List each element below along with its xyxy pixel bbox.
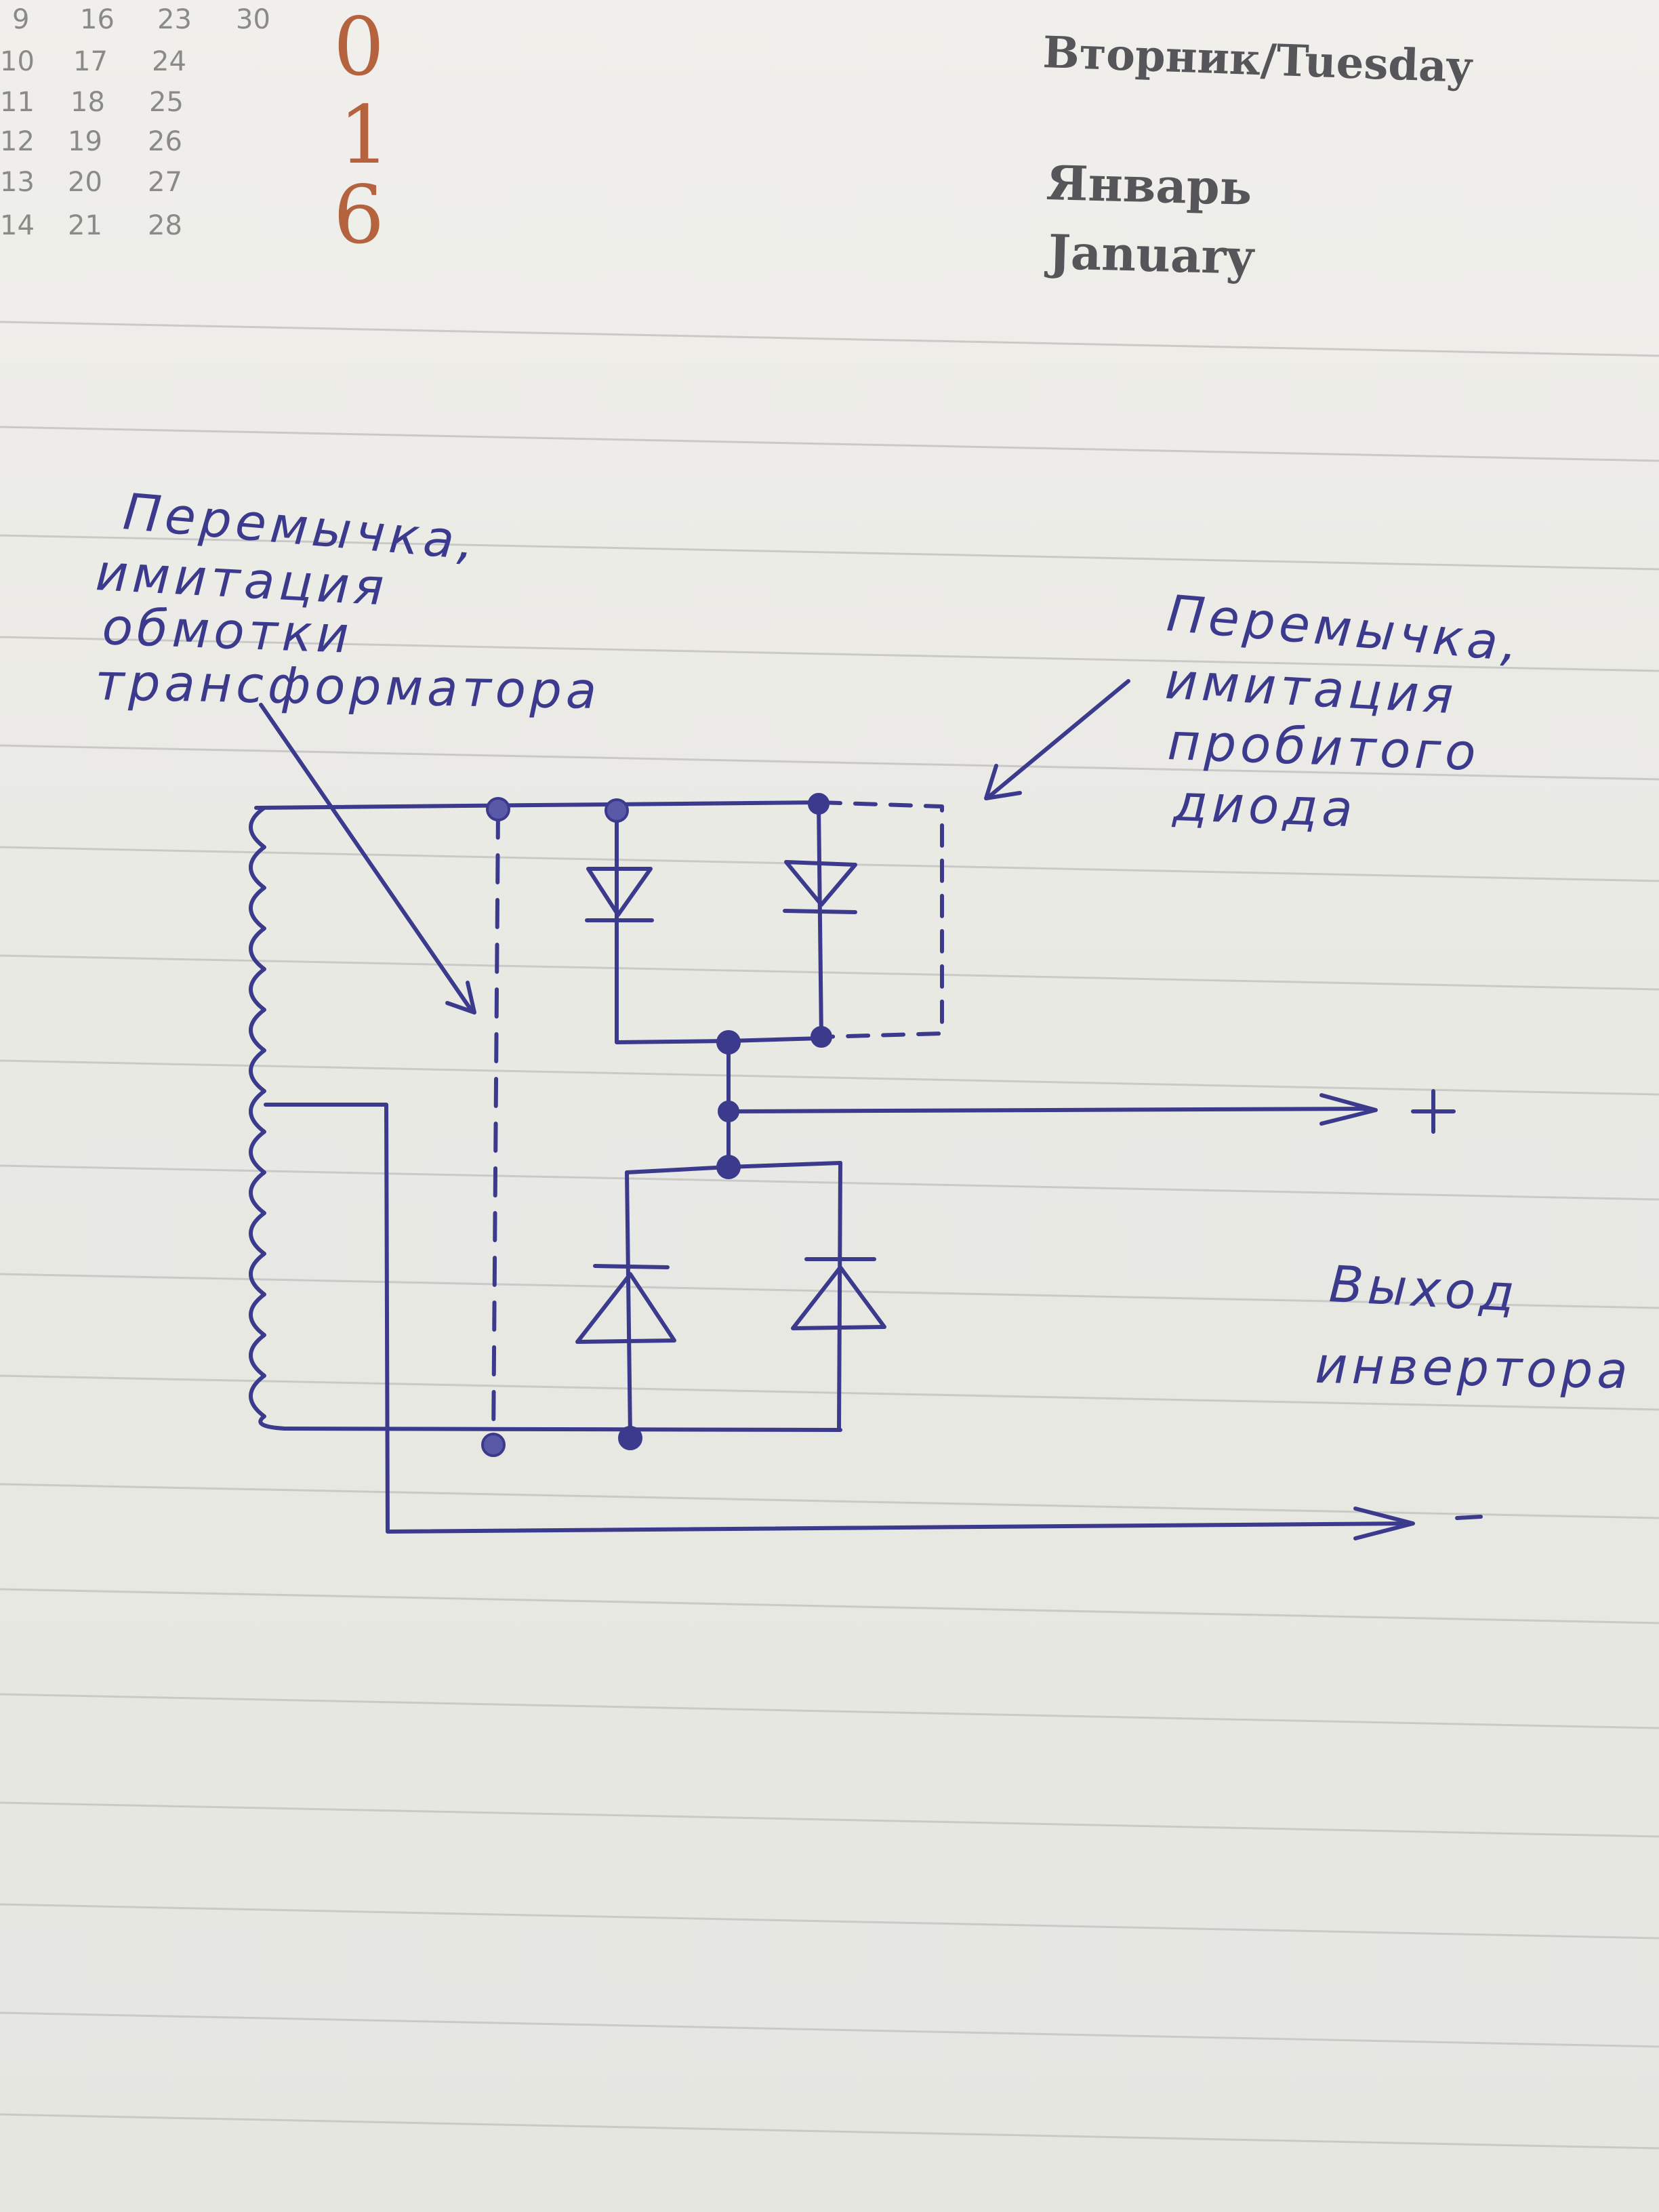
bottom-left-diode-wire xyxy=(625,1170,632,1439)
plus-output-wire xyxy=(726,1107,1371,1113)
minus-arrow xyxy=(1353,1507,1415,1540)
rule-line xyxy=(0,1801,1659,1838)
rule-line xyxy=(0,1059,1659,1096)
right-note-arrowhead xyxy=(984,764,1022,800)
rule-line xyxy=(0,744,1659,781)
left-annotation: Перемычка, имитация обмотки трансформато… xyxy=(94,483,601,720)
year-digit: 1 xyxy=(339,88,390,182)
plus-arrow xyxy=(1319,1093,1378,1126)
calendar-day: 13 xyxy=(0,167,35,198)
calendar-day: 28 xyxy=(148,210,182,241)
calendar-day: 30 xyxy=(236,4,270,35)
rule-line xyxy=(0,321,1659,357)
rule-line xyxy=(0,1588,1659,1624)
top-right-diode-bar xyxy=(783,909,857,914)
bottom-right-diode-wire xyxy=(837,1161,842,1432)
top-left-diode-wire xyxy=(615,806,731,1044)
plus-mark xyxy=(1411,1089,1456,1134)
transformer-winding xyxy=(249,806,287,1431)
calendar-day: 20 xyxy=(68,167,102,198)
calendar-day: 21 xyxy=(68,210,102,241)
calendar-day: 17 xyxy=(73,46,108,77)
calendar-day: 23 xyxy=(157,4,192,35)
rule-line xyxy=(0,2011,1659,2048)
junction-dot xyxy=(481,1433,506,1457)
bottom-left-diode-bar xyxy=(593,1264,670,1269)
minus-label: - xyxy=(1457,1497,1458,1498)
output-annotation: Выход инвертора xyxy=(1315,1255,1633,1400)
left-note-line: обмотки xyxy=(101,598,354,665)
year-digit: 0 xyxy=(333,0,385,94)
output-label-line: инвертора xyxy=(1315,1336,1633,1400)
junction-dot xyxy=(811,1026,832,1048)
junction-dot xyxy=(718,1101,739,1122)
right-note-line: пробитого xyxy=(1166,713,1481,782)
calendar-day: 16 xyxy=(80,4,115,35)
right-jumper-dash xyxy=(818,800,944,1039)
bottom-left-diode-triangle xyxy=(575,1272,676,1344)
rule-line xyxy=(0,1374,1659,1411)
rule-line xyxy=(0,2113,1659,2150)
rule-line xyxy=(0,1273,1659,1309)
calendar-day: 9 xyxy=(12,4,30,35)
junction-dot xyxy=(716,1030,741,1054)
rule-line xyxy=(0,1164,1659,1201)
year-digit: 6 xyxy=(333,168,385,262)
calendar-day: 14 xyxy=(0,210,35,241)
output-label-line: Выход xyxy=(1328,1255,1520,1324)
left-note-line: трансформатора xyxy=(95,653,601,720)
junction-dot xyxy=(605,798,629,823)
top-right-diode-triangle xyxy=(784,860,857,907)
rule-line xyxy=(0,426,1659,462)
junction-dot xyxy=(716,1155,741,1179)
calendar-day: 24 xyxy=(152,46,186,77)
rule-line xyxy=(0,534,1659,571)
calendar-day: 26 xyxy=(148,126,182,157)
bottom-wire xyxy=(283,1427,842,1432)
top-right-diode-wire xyxy=(726,802,823,1043)
minus-mark xyxy=(1455,1515,1483,1520)
calendar-day: 27 xyxy=(148,167,182,198)
left-jumper-dash xyxy=(491,808,500,1446)
rule-line xyxy=(0,954,1659,991)
rule-line xyxy=(0,636,1659,672)
left-note-arrowhead xyxy=(445,981,476,1015)
junction-dot xyxy=(486,797,510,821)
top-left-diode-triangle xyxy=(586,867,653,917)
right-note-line: диода xyxy=(1170,774,1357,838)
right-annotation: Перемычка, имитация пробитого диода xyxy=(1164,584,1524,838)
junction-dot xyxy=(808,793,830,815)
left-note-arrow xyxy=(259,703,473,1012)
rule-line xyxy=(0,1693,1659,1729)
calendar-day: 19 xyxy=(68,126,102,157)
right-note-arrow xyxy=(987,679,1130,798)
bottom-right-diode-triangle xyxy=(791,1265,886,1330)
rule-line xyxy=(0,1483,1659,1519)
calendar-day: 10 xyxy=(0,46,35,77)
calendar-day: 11 xyxy=(0,87,35,118)
junction-dot xyxy=(618,1426,642,1450)
calendar-day: 12 xyxy=(0,126,35,157)
center-tap-wire xyxy=(264,1103,1412,1534)
rule-line xyxy=(0,1903,1659,1940)
calendar-day: 18 xyxy=(70,87,105,118)
top-wire xyxy=(254,800,822,810)
calendar-day: 25 xyxy=(149,87,184,118)
